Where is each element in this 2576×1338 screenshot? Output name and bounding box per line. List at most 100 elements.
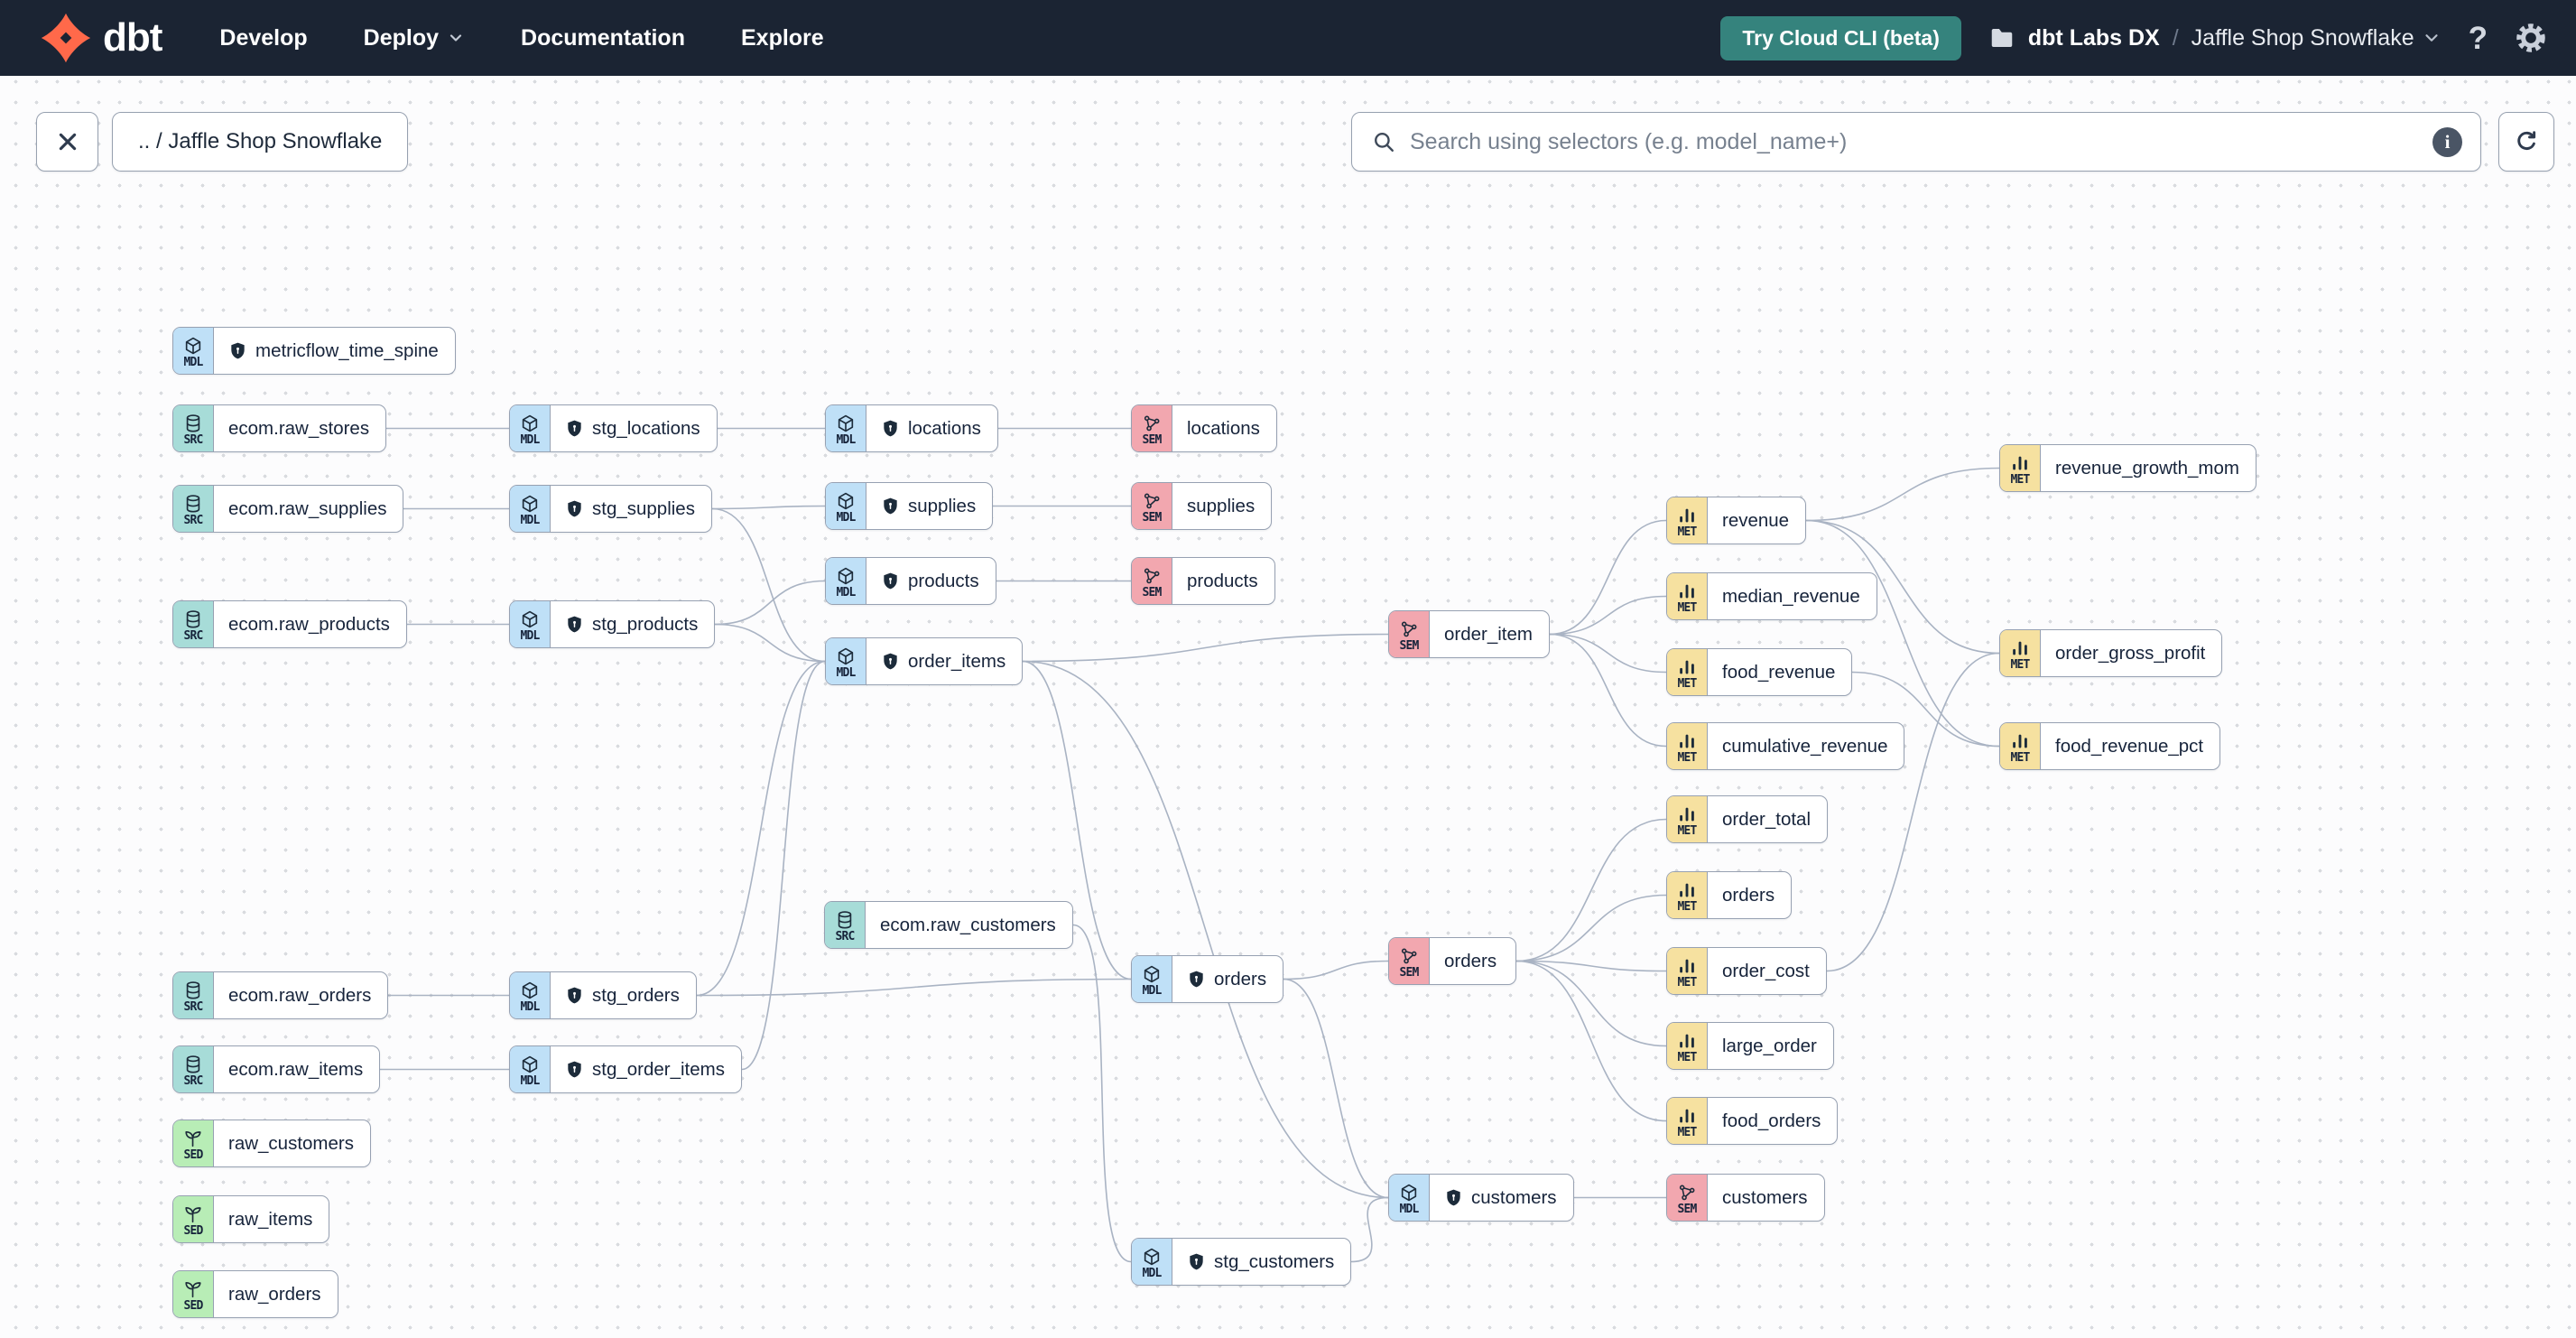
badge-label: MET: [1677, 1125, 1697, 1139]
close-lineage-button[interactable]: [36, 112, 98, 172]
edge-revenue-to-order_gross_profit: [1805, 519, 2000, 655]
node-body: stg_supplies: [551, 486, 711, 532]
menu-item-deploy[interactable]: Deploy: [364, 25, 465, 51]
node-label: raw_items: [228, 1208, 313, 1230]
node-label: order_total: [1722, 808, 1812, 830]
node-body: stg_products: [551, 601, 714, 647]
badge-label: MET: [2010, 657, 2030, 672]
menu-item-explore[interactable]: Explore: [740, 24, 824, 51]
search-input[interactable]: [1408, 127, 2420, 156]
node-body: food_revenue: [1708, 649, 1851, 695]
bar-chart-badge: MET: [2000, 723, 2041, 769]
node-body: large_order: [1708, 1023, 1833, 1069]
edge-revenue-to-food_revenue_pct: [1805, 519, 2000, 748]
badge-label: MET: [1677, 823, 1697, 838]
graph-node-large_order[interactable]: MET large_order: [1666, 1022, 1834, 1070]
node-body: food_revenue_pct: [2041, 723, 2219, 769]
badge-label: MDL: [520, 1073, 540, 1088]
node-body: orders: [1172, 956, 1283, 1002]
bar-chart-badge: MET: [1667, 497, 1708, 544]
badge-label: MDL: [183, 355, 203, 369]
node-label: revenue_growth_mom: [2055, 457, 2239, 479]
bar-chart-badge: MET: [1667, 1023, 1708, 1069]
node-label: stg_orders: [592, 984, 680, 1006]
shield-icon: [565, 615, 584, 634]
node-label: customers: [1471, 1186, 1557, 1208]
badge-label: SRC: [183, 628, 203, 643]
node-body: raw_orders: [214, 1271, 338, 1317]
node-body: ecom.raw_items: [214, 1046, 379, 1092]
graph-node-food_revenue_pct[interactable]: MET food_revenue_pct: [1999, 722, 2221, 770]
node-label: locations: [1187, 417, 1260, 439]
menu-item-documentation[interactable]: Documentation: [521, 24, 685, 51]
node-body: median_revenue: [1708, 573, 1876, 619]
edge-order_item_sem-to-revenue: [1549, 519, 1667, 636]
project-selector[interactable]: Jaffle Shop Snowflake: [2191, 25, 2442, 51]
shield-icon: [565, 499, 584, 518]
cube-badge: MDL: [173, 328, 214, 374]
node-body: stg_order_items: [551, 1046, 741, 1092]
account-name[interactable]: dbt Labs DX: [2027, 24, 2160, 51]
graph-node-order_gross_profit[interactable]: MET order_gross_profit: [1999, 629, 2223, 677]
node-body: order_gross_profit: [2041, 630, 2221, 676]
breadcrumb[interactable]: .. / Jaffle Shop Snowflake: [112, 112, 409, 172]
try-cloud-cli-button[interactable]: Try Cloud CLI (beta): [1720, 15, 1961, 60]
node-label: large_order: [1722, 1035, 1817, 1056]
edge-revenue-to-revenue_growth_mom: [1805, 467, 2000, 522]
node-body: products: [1172, 558, 1274, 604]
node-label: orders: [1214, 968, 1267, 990]
node-body: products: [866, 558, 996, 604]
gear-icon[interactable]: [2515, 22, 2547, 54]
database-badge: SRC: [173, 601, 214, 647]
refresh-button[interactable]: [2498, 112, 2554, 172]
dbt-logo[interactable]: dbt: [40, 12, 162, 64]
graph-node-order_total[interactable]: MET order_total: [1666, 795, 1829, 843]
edge-orders_sem-to-order_total: [1515, 818, 1667, 962]
node-label: stg_customers: [1214, 1250, 1335, 1272]
help-icon[interactable]: ?: [2468, 20, 2488, 56]
info-icon[interactable]: i: [2432, 126, 2462, 157]
graph-node-stg_order_items[interactable]: MDL stg_order_items: [509, 1045, 742, 1093]
node-label: food_revenue_pct: [2055, 735, 2204, 757]
shield-icon: [565, 419, 584, 438]
semantic-graph-badge: SEM: [1132, 483, 1172, 529]
menu-item-develop[interactable]: Develop: [219, 24, 308, 51]
